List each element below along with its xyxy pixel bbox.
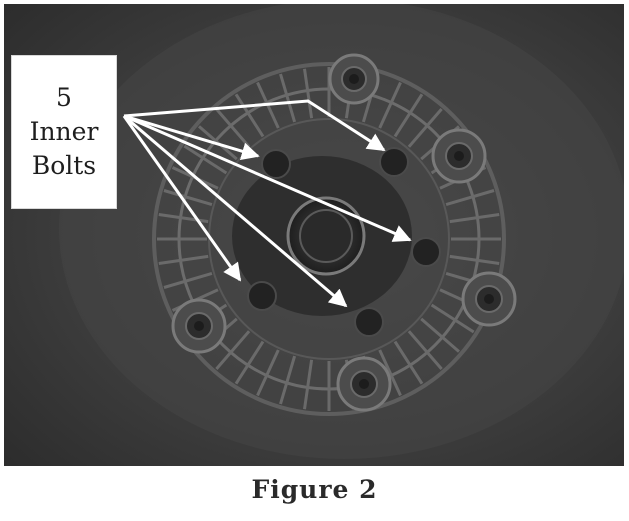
fin [430, 303, 475, 334]
center-hub [232, 156, 412, 316]
figure-caption: Figure 2 [251, 475, 378, 504]
callout-word-inner: Inner [29, 117, 99, 146]
pointer-arrow [123, 99, 386, 152]
pointer-arrow [123, 114, 260, 160]
callout-word-bolts: Bolts [31, 151, 97, 180]
pointer-arrow [123, 114, 348, 308]
radial-fins [157, 67, 501, 411]
outer-bolt-bosses [171, 53, 517, 412]
fin [393, 340, 424, 385]
fin [445, 189, 495, 207]
inner-bolt [354, 307, 384, 337]
outer-boss [171, 298, 227, 354]
outer-boss [328, 53, 380, 105]
fin [279, 355, 297, 405]
inner-bolts [247, 147, 441, 337]
fin [378, 81, 402, 129]
fin [303, 68, 314, 119]
fin [234, 93, 265, 138]
outer-boss [431, 128, 487, 184]
fin [303, 359, 314, 410]
callout-count: 5 [56, 83, 72, 112]
inner-bolt [261, 149, 291, 179]
callout-label: 5 Inner Bolts [11, 55, 117, 209]
outer-boss [336, 356, 392, 412]
photograph-rotor-hub [4, 4, 624, 466]
pointer-arrows [122, 99, 412, 308]
fin [393, 93, 424, 138]
fin [279, 73, 297, 123]
fin [158, 254, 209, 265]
inner-bolt [411, 237, 441, 267]
fin [158, 213, 209, 224]
fin [407, 330, 443, 370]
fin [234, 340, 265, 385]
fin [407, 108, 443, 148]
fin [215, 108, 251, 148]
pointer-arrow [123, 114, 412, 242]
fin [449, 254, 500, 265]
fin [215, 330, 251, 370]
pointer-arrow [122, 115, 242, 282]
fin [163, 271, 213, 289]
inner-bolt [379, 147, 409, 177]
inner-bolt [247, 281, 277, 311]
outer-boss [461, 271, 517, 327]
fin [449, 213, 500, 224]
fin [256, 349, 280, 397]
fin [163, 189, 213, 207]
fin [183, 144, 228, 175]
fin [420, 317, 460, 353]
fin [378, 349, 402, 397]
